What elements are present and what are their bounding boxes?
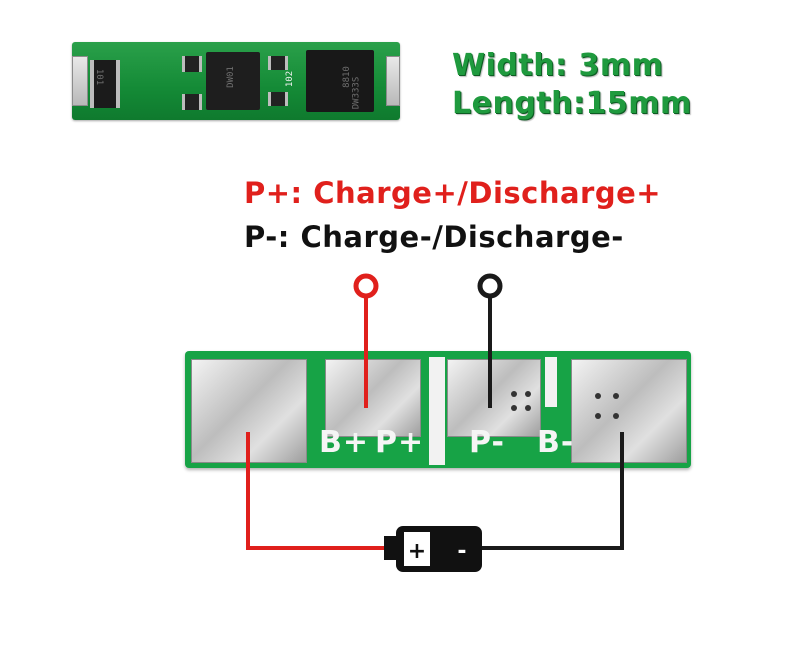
battery-icon: + - [384,526,482,572]
p-minus-label: P-: [244,220,301,254]
via-hole [595,393,601,399]
b-minus-pad [571,359,687,463]
width-label: Width: 3mm [452,48,664,83]
p-plus-terminal [353,273,379,299]
p-minus-description: P-: Charge-/Discharge- [244,220,624,254]
battery-plus-sign: + [408,539,426,564]
p-minus-terminal [477,273,503,299]
length-label: Length:15mm [452,86,692,121]
via-hole [511,405,517,411]
resistor-101 [90,60,120,108]
b-plus-wire [246,432,388,550]
board-label-b-minus: B- [537,425,575,460]
p-plus-description: P+: Charge+/Discharge+ [244,176,661,210]
battery-minus-sign: - [457,539,466,564]
via-hole [525,391,531,397]
solder-pad [386,56,400,106]
small-pcb-photo: 101 DW01 102 8810 DW333S [72,42,400,120]
p-plus-label: P+: [244,176,314,210]
via-hole [525,405,531,411]
dw01-chip [206,52,260,110]
board-label-b-plus: B+ [319,425,370,460]
smd-capacitor [268,56,288,70]
protection-board: B+ P+ P- B- [185,351,691,468]
battery-tip [384,536,396,560]
via-hole [511,391,517,397]
p-plus-text: Charge+/Discharge+ [313,176,662,210]
via-hole [595,413,601,419]
smd-resistor [182,94,202,110]
p-plus-pad [325,359,421,437]
via-hole [613,413,619,419]
solder-pad [72,56,88,106]
via-hole [613,393,619,399]
p-minus-pad [447,359,541,437]
p-minus-text: Charge-/Discharge- [300,220,624,254]
b-minus-wire [478,432,624,550]
mosfet-chip [306,50,374,112]
smd-resistor [182,56,202,72]
silk-stripe [429,357,445,465]
battery-positive-cell [404,532,430,566]
smd-capacitor [268,92,288,106]
silk-stripe [545,357,557,407]
board-label-p-plus: P+ [375,425,425,460]
board-label-p-minus: P- [469,425,505,460]
